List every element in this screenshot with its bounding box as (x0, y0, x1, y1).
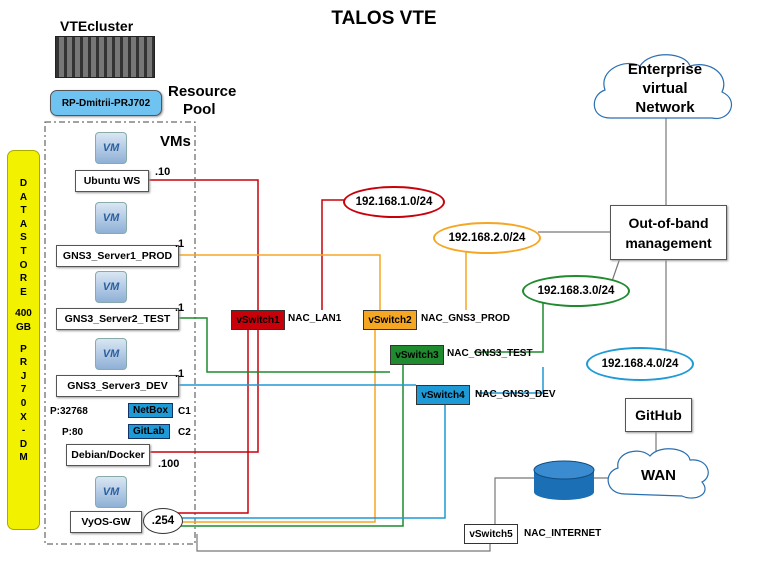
subnet-4: 192.168.4.0/24 (586, 347, 694, 381)
resource-pool-button[interactable]: RP-Dmitrii-PRJ702 (50, 90, 162, 116)
datastore-letter: T (20, 245, 27, 257)
datastore-letter: D (19, 178, 28, 189)
vswitch-net: NAC_GNS3_DEV (475, 389, 556, 400)
resource-pool-label-2: Pool (183, 101, 216, 118)
vm-icon: VM (95, 271, 127, 303)
vswitch-5[interactable]: vSwitch5 (464, 524, 518, 544)
datastore-letter: R (19, 357, 28, 369)
datastore-letter: 7 (20, 384, 27, 396)
vms-label: VMs (160, 133, 191, 150)
vm-icon: VM (95, 476, 127, 508)
service-netbox[interactable]: NetBox (128, 403, 174, 418)
vm-icon: VM (95, 132, 127, 164)
vswitch-net: NAC_GNS3_TEST (447, 348, 533, 359)
datastore-letter: R (19, 273, 28, 285)
enterprise-network-cloud: Enterprise virtual Network (600, 60, 730, 117)
vm-icon: VM (95, 338, 127, 370)
host-vyos-gw[interactable]: VyOS-GW (70, 511, 142, 533)
datastore-letter: O (19, 259, 28, 271)
datastore-letter: E (20, 286, 27, 298)
service-port: P:32768 (50, 406, 88, 417)
datastore-letter: GB (16, 321, 31, 333)
host-ip: .1 (175, 368, 185, 380)
datastore-letter: A (19, 191, 28, 203)
service-container: C2 (178, 427, 191, 438)
host-ubuntu-ws[interactable]: Ubuntu WS (75, 170, 149, 192)
cloud-label: virtual (642, 80, 688, 97)
datastore-letter: 0 (20, 397, 27, 409)
datastore-letter: D (19, 438, 28, 450)
datastore-letter: M (19, 452, 28, 464)
vswitch-net: NAC_INTERNET (524, 528, 602, 539)
datastore-letter: P (20, 343, 27, 355)
vswitch-2[interactable]: vSwitch2 (363, 310, 417, 330)
subnet-2: 192.168.2.0/24 (433, 222, 541, 254)
service-gitlab[interactable]: GitLab (128, 424, 170, 439)
router-icon (534, 461, 594, 501)
wan-label: WAN (641, 467, 676, 484)
host-ip-gw: .254 (143, 508, 183, 534)
cloud-label: Enterprise (627, 61, 703, 78)
service-container: C1 (178, 406, 191, 417)
datastore-letter: X (20, 411, 27, 423)
datastore-letter: 400 (15, 308, 32, 320)
datastore-letter: T (20, 205, 27, 217)
page-title: TALOS VTE (331, 8, 437, 29)
host-ip: .100 (158, 458, 180, 470)
host-ip: .10 (155, 166, 171, 178)
vswitch-3[interactable]: vSwitch3 (390, 345, 444, 365)
cloud-label: Network (635, 99, 695, 116)
service-port: P:80 (62, 427, 84, 438)
host-debian-docker[interactable]: Debian/Docker (66, 444, 150, 466)
oob-management[interactable]: Out-of-band management (610, 205, 727, 260)
host-ip: .1 (175, 302, 185, 314)
host-gns3-server1[interactable]: GNS3_Server1_PROD (56, 245, 179, 267)
oob-label: management (625, 234, 712, 251)
subnet-3: 192.168.3.0/24 (522, 275, 630, 307)
resource-pool-label-1: Resource (168, 83, 237, 100)
host-ip: .1 (175, 238, 185, 250)
datastore-letter: S (20, 232, 27, 244)
datastore-letter: A (19, 218, 28, 230)
github-box[interactable]: GitHub (625, 398, 692, 432)
subnet-1: 192.168.1.0/24 (343, 186, 445, 218)
oob-label: Out-of-band (628, 214, 709, 231)
server-icon (55, 36, 155, 78)
datastore-letter: J (20, 370, 27, 382)
vm-icon: VM (95, 202, 127, 234)
datastore-letter: - (21, 425, 26, 437)
host-gns3-server3[interactable]: GNS3_Server3_DEV (56, 375, 179, 397)
host-gns3-server2[interactable]: GNS3_Server2_TEST (56, 308, 179, 330)
vswitch-net: NAC_GNS3_PROD (421, 313, 510, 324)
vswitch-4[interactable]: vSwitch4 (416, 385, 470, 405)
cluster-name: VTEcluster (60, 18, 134, 34)
vswitch-net: NAC_LAN1 (288, 313, 342, 324)
vswitch-1[interactable]: vSwitch1 (231, 310, 285, 330)
